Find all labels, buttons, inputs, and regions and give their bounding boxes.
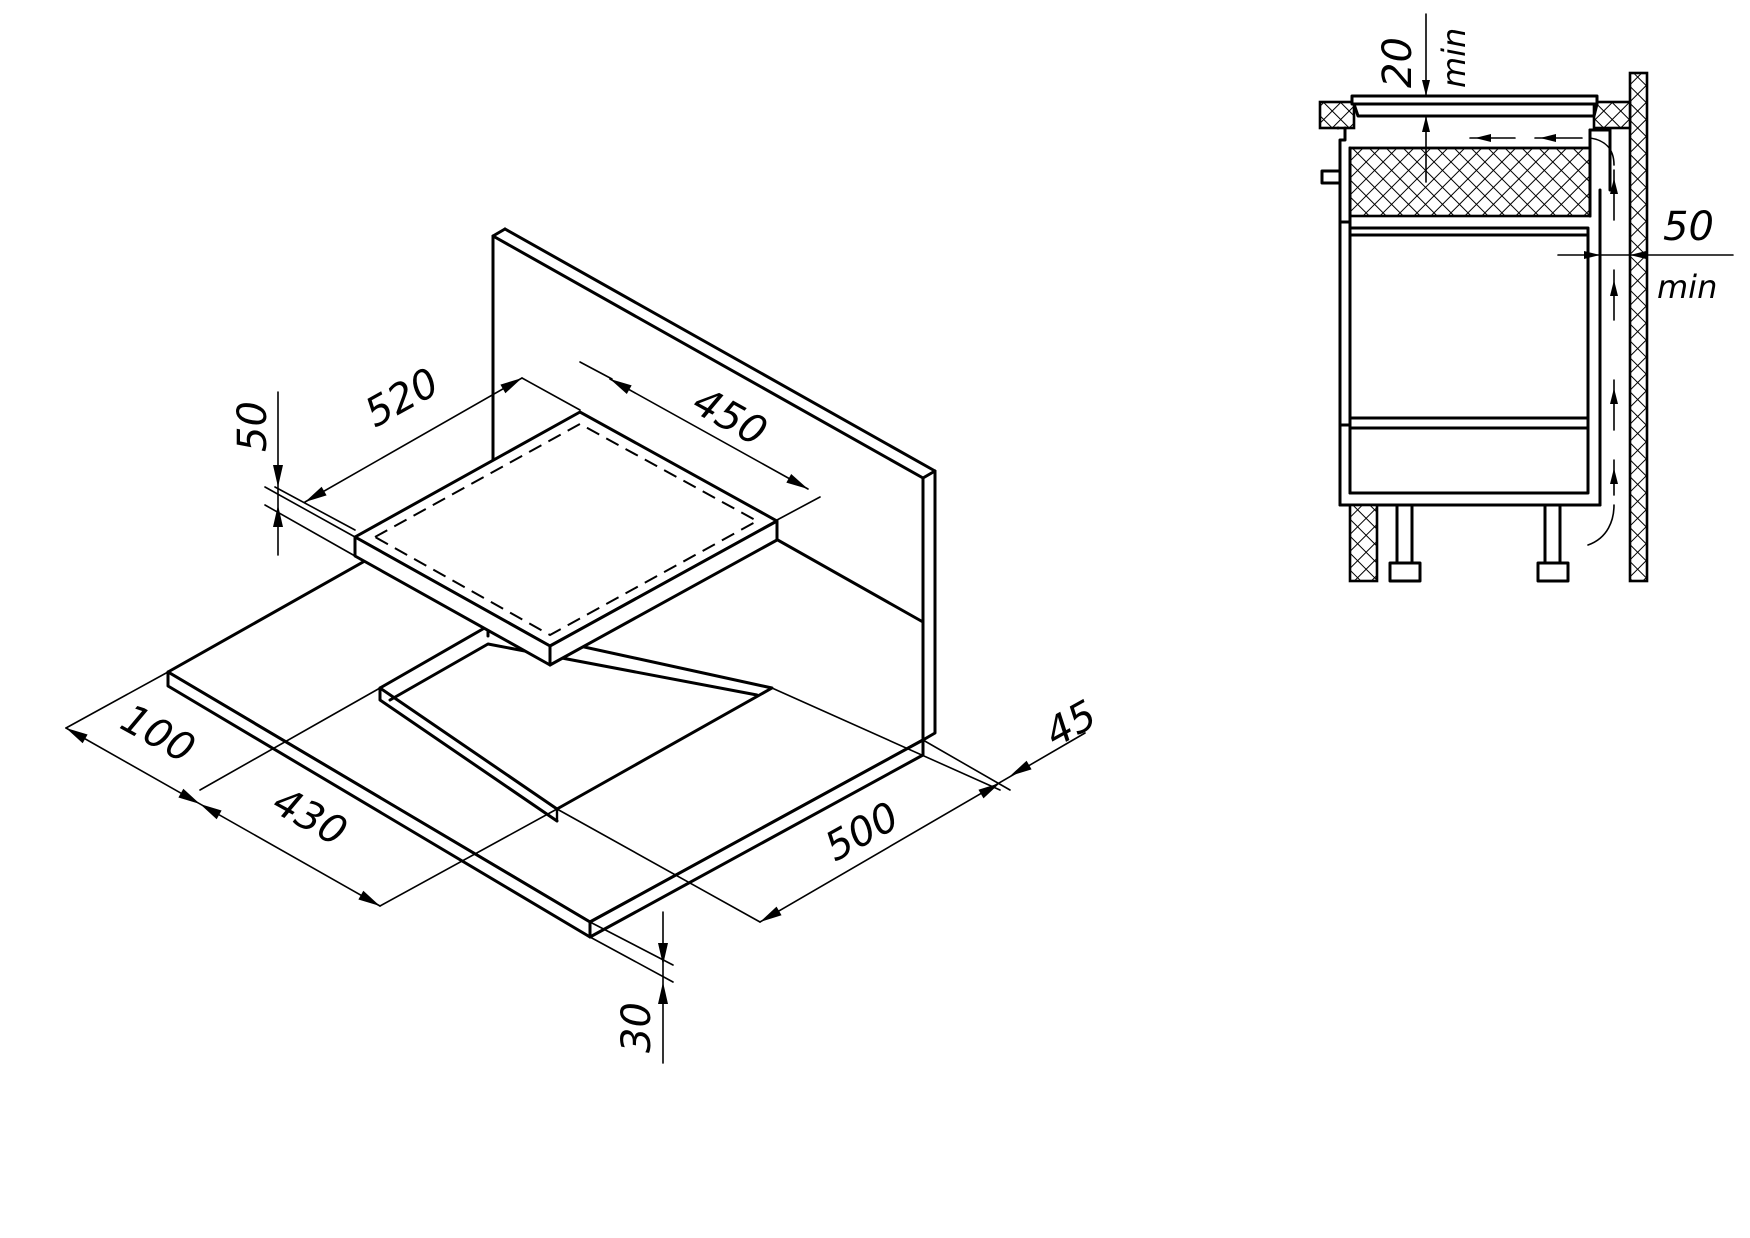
arrowhead — [200, 804, 222, 820]
cabinet — [1320, 126, 1612, 583]
arrowhead — [358, 890, 380, 906]
arrowhead — [658, 943, 668, 965]
arrowhead — [1610, 178, 1618, 194]
arrowhead — [273, 465, 283, 487]
dim-label-30: 30 — [614, 1002, 660, 1053]
hob-top-plate — [1350, 94, 1599, 106]
dim-label-20-min: min — [1435, 28, 1473, 88]
dim-label-50-min: min — [1657, 268, 1717, 306]
dim-label-520: 520 — [358, 359, 447, 436]
arrowhead — [1584, 251, 1600, 259]
iso-dimension-arrows — [66, 378, 1032, 1004]
arrowhead — [610, 379, 632, 395]
arrowhead — [273, 505, 283, 527]
arrowhead — [66, 728, 88, 744]
arrowhead — [1540, 134, 1556, 142]
section-view: 20 min 50 min — [1318, 13, 1734, 583]
arrowhead — [1610, 388, 1618, 404]
arrowhead — [305, 486, 327, 502]
arrowhead — [978, 783, 1000, 799]
handle-stub — [1320, 169, 1342, 185]
worktop-front-piece — [1318, 100, 1356, 130]
hob-unit — [353, 410, 779, 667]
plinth — [1348, 503, 1379, 583]
arrowhead — [760, 906, 782, 922]
arrowhead — [1422, 116, 1430, 132]
arrowhead — [1475, 134, 1491, 142]
dim-label-45: 45 — [1038, 692, 1105, 757]
arrowhead — [1422, 80, 1430, 96]
dim-label-20: 20 — [1375, 37, 1421, 88]
arrowhead — [1610, 468, 1618, 484]
dim-label-50-rear: 50 — [1663, 204, 1714, 250]
hob-glass-outline — [372, 422, 760, 637]
arrowhead — [178, 788, 200, 804]
arrowhead — [786, 473, 808, 489]
cabinet-legs — [1388, 503, 1570, 583]
arrowhead — [658, 982, 668, 1004]
section-dimension-arrows — [1422, 80, 1646, 484]
worktop-rear-piece — [1592, 100, 1632, 130]
arrowhead — [1010, 760, 1032, 776]
arrowhead — [1630, 251, 1646, 259]
arrowhead — [500, 378, 522, 394]
dim-label-50: 50 — [230, 401, 276, 452]
hob-body — [1348, 146, 1592, 218]
iso-dimension-lines — [65, 361, 1086, 1064]
dim-label-100: 100 — [113, 696, 202, 773]
isometric-view: 520 450 50 100 430 500 45 30 — [65, 227, 1105, 1064]
wall — [1628, 71, 1649, 583]
arrowhead — [1610, 280, 1618, 296]
